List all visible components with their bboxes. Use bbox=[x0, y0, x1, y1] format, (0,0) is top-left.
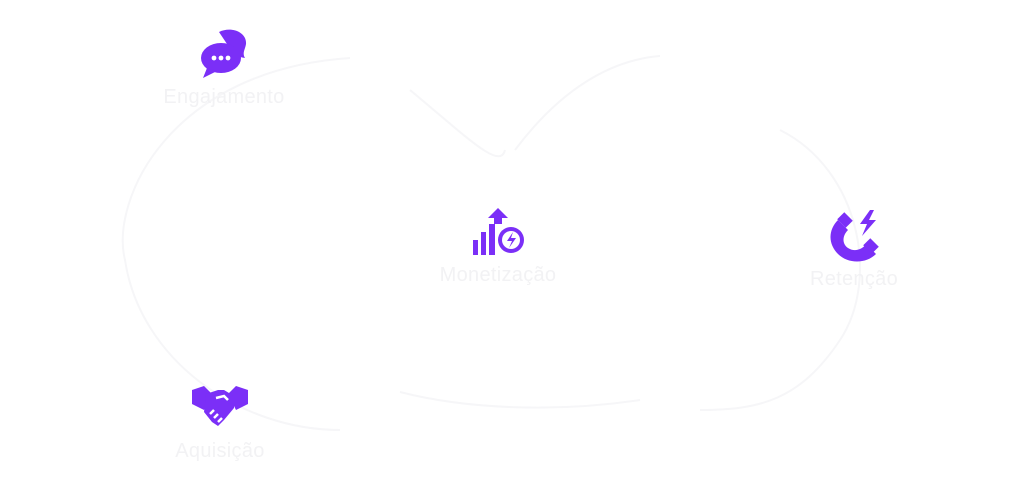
bottom-ring bbox=[399, 391, 641, 409]
node-monetizacao: Monetização bbox=[418, 202, 578, 287]
node-retencao: Retenção bbox=[774, 206, 934, 291]
growth-coin-icon bbox=[473, 208, 524, 255]
node-label: Monetização bbox=[439, 264, 557, 286]
node-aquisicao: Aquisição bbox=[140, 380, 300, 463]
node-label: Retenção bbox=[809, 268, 898, 290]
magnet-icon bbox=[830, 210, 879, 262]
chat-bubbles-icon bbox=[201, 29, 247, 78]
handshake-icon bbox=[192, 386, 248, 426]
center-ring-top-arc bbox=[514, 55, 661, 151]
node-label: Aquisição bbox=[175, 440, 265, 462]
node-label: Engajamento bbox=[163, 86, 285, 108]
node-engajamento: Engajamento bbox=[144, 28, 304, 109]
center-ring-left-arc bbox=[409, 89, 506, 158]
left-ring bbox=[121, 57, 351, 431]
right-ring bbox=[699, 129, 861, 411]
